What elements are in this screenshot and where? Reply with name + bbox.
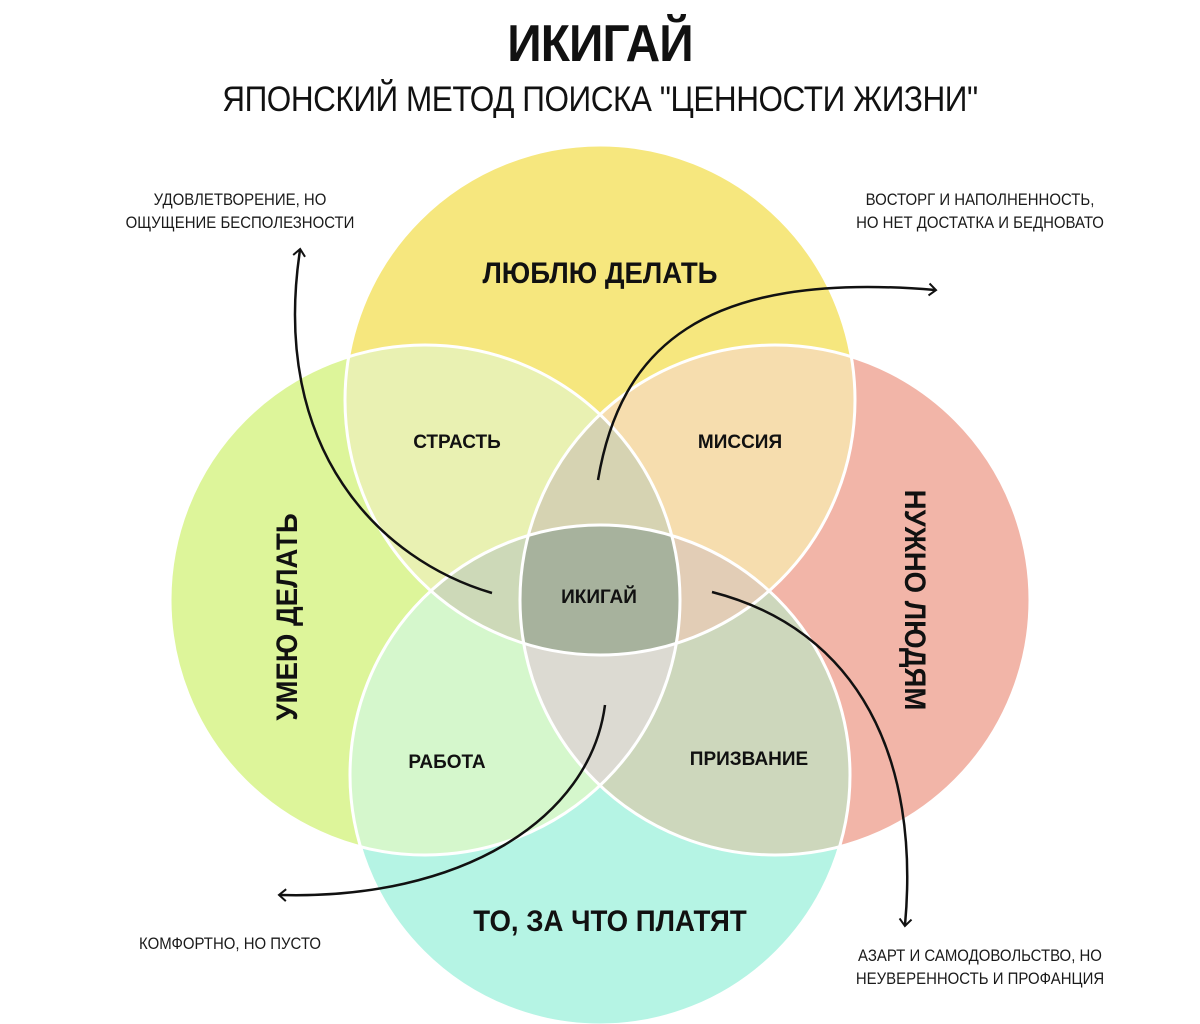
note-line: ОЩУЩЕНИЕ БЕСПОЛЕЗНОСТИ — [125, 213, 355, 232]
note-bottom-right: АЗАРТ И САМОДОВОЛЬСТВО, НО НЕУВЕРЕННОСТЬ… — [800, 944, 1161, 990]
note-top-right: ВОСТОРГ И НАПОЛНЕННОСТЬ, НО НЕТ ДОСТАТКА… — [800, 188, 1161, 234]
note-line: ВОСТОРГ И НАПОЛНЕННОСТЬ, — [865, 190, 1095, 209]
label-profession: РАБОТА — [408, 752, 486, 773]
label-ikigai-center: ИКИГАЙ — [561, 586, 637, 608]
note-line: КОМФОРТНО, НО ПУСТО — [139, 934, 321, 953]
label-love: ЛЮБЛЮ ДЕЛАТЬ — [482, 257, 717, 290]
arrows — [277, 247, 938, 928]
arrow-top-right — [596, 282, 938, 481]
arrow-bottom-left — [277, 704, 607, 902]
label-paid-for: ТО, ЗА ЧТО ПЛАТЯТ — [473, 905, 747, 938]
label-passion: СТРАСТЬ — [413, 432, 501, 453]
label-vocation: ПРИЗВАНИЕ — [690, 749, 808, 770]
page-title: ИКИГАЙ — [507, 15, 693, 73]
circle-outlines — [168, 143, 1032, 1024]
label-mission: МИССИЯ — [698, 432, 782, 453]
arrow-top-left — [292, 247, 493, 595]
arrow-bottom-right — [711, 590, 913, 928]
note-bottom-left: КОМФОРТНО, НО ПУСТО — [89, 932, 371, 955]
page-subtitle: ЯПОНСКИЙ МЕТОД ПОИСКА "ЦЕННОСТИ ЖИЗНИ" — [222, 80, 978, 119]
note-line: АЗАРТ И САМОДОВОЛЬСТВО, НО — [858, 946, 1102, 965]
note-line: НО НЕТ ДОСТАТКА И БЕДНОВАТО — [856, 213, 1104, 232]
note-top-left: УДОВЛЕТВОРЕНИЕ, НО ОЩУЩЕНИЕ БЕСПОЛЕЗНОСТ… — [64, 188, 416, 234]
label-good-at: УМЕЮ ДЕЛАТЬ — [271, 513, 304, 720]
note-line: НЕУВЕРЕННОСТЬ И ПРОФАНЦИЯ — [855, 969, 1105, 988]
note-line: УДОВЛЕТВОРЕНИЕ, НО — [153, 190, 327, 209]
label-world-needs: НУЖНО ЛЮДЯМ — [898, 490, 931, 711]
